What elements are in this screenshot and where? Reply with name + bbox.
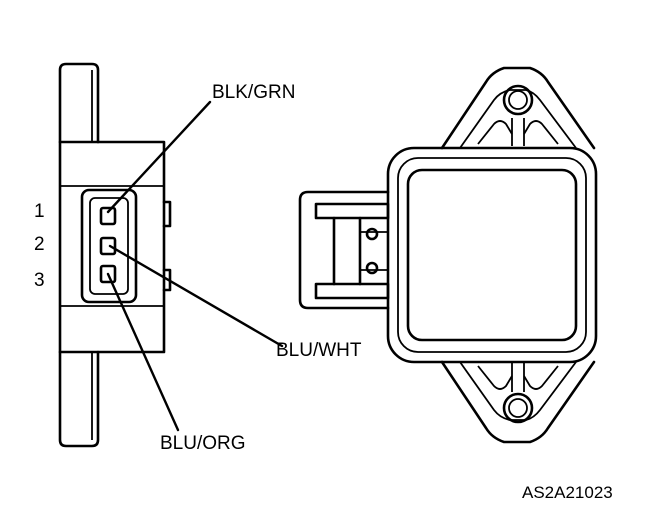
pin-1-terminal xyxy=(99,206,117,226)
leader-blk-grn xyxy=(106,100,212,214)
pin-2-terminal xyxy=(99,236,117,256)
wire-label-blu-wht: BLU/WHT xyxy=(276,340,362,361)
wire-label-blu-org: BLU/ORG xyxy=(160,433,246,454)
sensor-front-view xyxy=(298,66,598,444)
pin-number-3: 3 xyxy=(34,270,45,291)
pin-number-2: 2 xyxy=(34,234,45,255)
figure-code: AS2A21023 xyxy=(522,483,613,502)
pin-3-terminal xyxy=(99,264,117,284)
connector-side-view xyxy=(58,62,172,448)
pin-number-1: 1 xyxy=(34,201,45,222)
leader-blu-org xyxy=(106,272,180,432)
wire-label-blk-grn: BLK/GRN xyxy=(212,82,295,103)
leader-blu-wht xyxy=(108,244,284,348)
